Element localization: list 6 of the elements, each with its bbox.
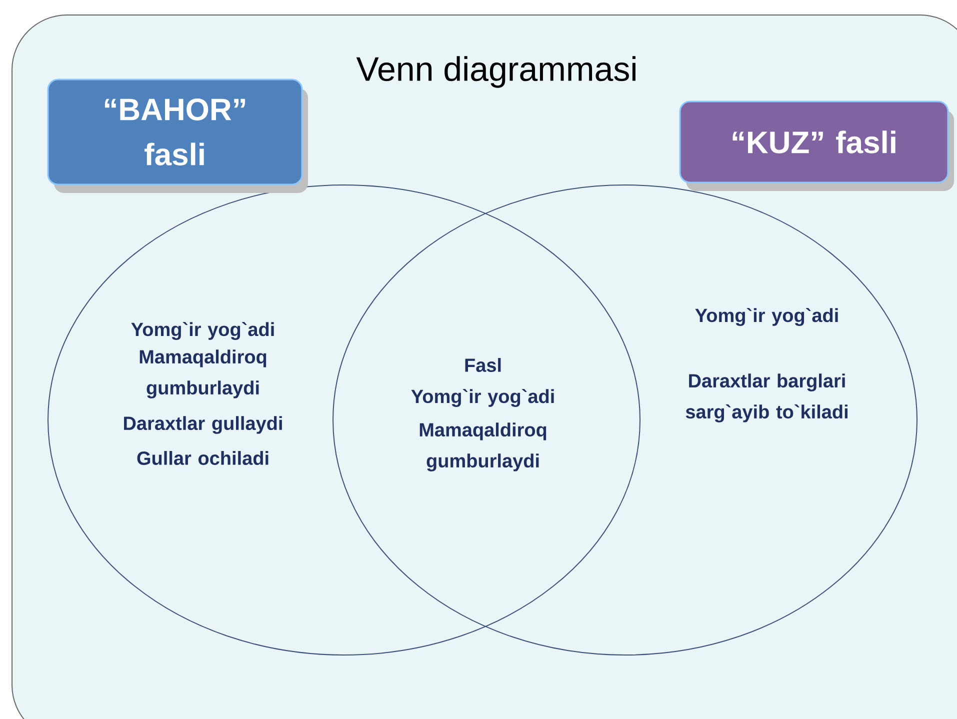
intersection-text: Yomg`ir yog`adi <box>411 389 554 407</box>
title: Venn diagrammasi <box>356 56 636 88</box>
season-box: “KUZ” fasli <box>679 100 954 191</box>
intersection-text: Fasl <box>465 358 501 372</box>
intersection-text: Mamaqaldiroq gumburlaydi <box>420 422 546 472</box>
season-box: “BAHOR” fasli <box>47 78 308 193</box>
